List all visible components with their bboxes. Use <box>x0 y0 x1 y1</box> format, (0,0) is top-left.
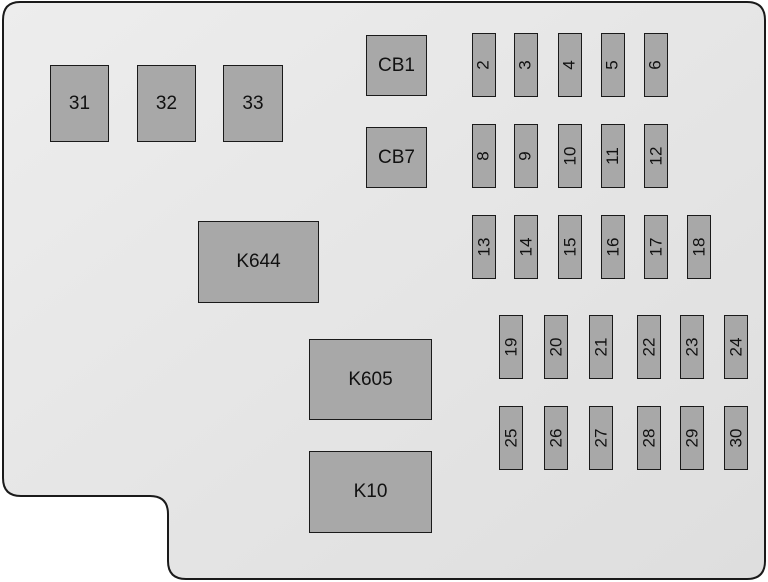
relay-label: K605 <box>348 368 393 390</box>
relay-label: 33 <box>242 92 264 114</box>
fuse-29: 29 <box>680 406 704 470</box>
fuse-30: 30 <box>724 406 748 470</box>
relay-label: K644 <box>236 251 281 272</box>
fuse-2: 2 <box>472 33 496 97</box>
fuse-label: 11 <box>603 147 622 165</box>
fuse-14: 14 <box>514 215 538 279</box>
fuse-label: 21 <box>590 337 610 357</box>
fuse-25: 25 <box>499 406 523 470</box>
fuse-label: 5 <box>603 60 622 70</box>
fuse-22: 22 <box>637 315 661 379</box>
fuse-10: 10 <box>558 124 582 188</box>
fuse-label: 25 <box>500 428 520 448</box>
fuse-4: 4 <box>558 33 582 97</box>
relay-label: 32 <box>155 92 178 114</box>
fuse-label: 4 <box>560 60 579 70</box>
fuse-label: 13 <box>473 237 493 257</box>
fuse-label: 29 <box>681 428 701 448</box>
fuse-20: 20 <box>544 315 568 379</box>
fuse-13: 13 <box>472 215 496 279</box>
fuse-5: 5 <box>601 33 625 97</box>
fuse-label: 19 <box>500 337 520 357</box>
fuse-11: 11 <box>601 124 625 188</box>
fuse-18: 18 <box>687 215 711 279</box>
fuse-28: 28 <box>637 406 661 470</box>
fuse-label: 24 <box>725 337 745 357</box>
fuse-label: 23 <box>681 337 701 357</box>
fuse-label: 9 <box>516 151 535 161</box>
relay-k605: K605 <box>309 339 432 420</box>
fuse-26: 26 <box>544 406 568 470</box>
fuse-12: 12 <box>644 124 668 188</box>
relay-33: 33 <box>223 65 283 142</box>
relay-k10: K10 <box>309 451 432 533</box>
relay-31: 31 <box>50 65 109 142</box>
fuse-label: 16 <box>602 237 622 257</box>
fuse-27: 27 <box>589 406 613 470</box>
fuse-6: 6 <box>644 33 668 97</box>
fuse-15: 15 <box>558 215 582 279</box>
fuse-label: 6 <box>646 60 665 70</box>
fuse-9: 9 <box>514 124 538 188</box>
fuse-23: 23 <box>680 315 704 379</box>
fuse-label: 30 <box>725 428 745 448</box>
fuse-label: 17 <box>645 237 665 257</box>
fuse-19: 19 <box>499 315 523 379</box>
relay-label: 31 <box>68 92 91 114</box>
relay-label: CB1 <box>378 54 415 76</box>
relay-label: K10 <box>353 481 388 502</box>
fuse-label: 18 <box>688 237 708 257</box>
fuse-label: 27 <box>590 428 610 448</box>
fuse-label: 2 <box>474 60 493 70</box>
circuit-breaker-cb1: CB1 <box>366 35 427 96</box>
fuse-21: 21 <box>589 315 613 379</box>
fuse-3: 3 <box>514 33 538 97</box>
fuse-8: 8 <box>472 124 496 188</box>
relay-32: 32 <box>137 65 196 142</box>
fuse-16: 16 <box>601 215 625 279</box>
fuse-label: 14 <box>515 237 535 257</box>
fuse-label: 26 <box>545 428 565 448</box>
fuse-label: 3 <box>516 60 535 70</box>
fuse-label: 28 <box>638 428 658 448</box>
fuse-label: 20 <box>545 337 565 357</box>
fuse-label: 12 <box>645 146 665 166</box>
fuse-label: 8 <box>474 151 493 161</box>
fuse-24: 24 <box>724 315 748 379</box>
relay-k644: K644 <box>198 221 319 303</box>
relay-label: CB7 <box>378 146 415 168</box>
circuit-breaker-cb7: CB7 <box>366 127 427 188</box>
fuse-17: 17 <box>644 215 668 279</box>
fuse-label: 15 <box>559 237 579 257</box>
fuse-label: 10 <box>559 146 579 166</box>
fuse-label: 22 <box>638 337 658 357</box>
